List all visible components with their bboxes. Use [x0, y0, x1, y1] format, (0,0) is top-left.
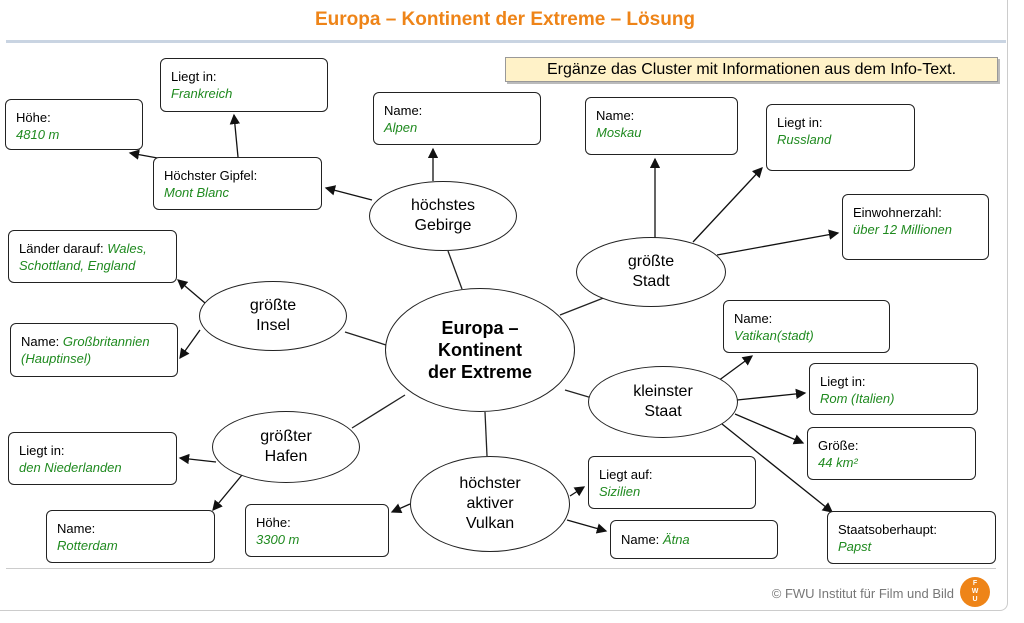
- box-name-alpen: Name: Alpen: [373, 92, 541, 145]
- box-label: Name:: [384, 103, 423, 118]
- topic-hoechstes-gebirge: höchstes Gebirge: [369, 181, 517, 251]
- box-name-aetna: Name: Ätna: [610, 520, 778, 559]
- center-topic: Europa – Kontinent der Extreme: [385, 288, 575, 412]
- box-label: Einwohnerzahl:: [853, 205, 942, 220]
- box-value: Großbritannien (Hauptinsel): [21, 334, 150, 366]
- box-label: Name:: [57, 521, 96, 536]
- page-title: Europa – Kontinent der Extreme – Lösung: [314, 9, 696, 30]
- box-label: Höchster Gipfel:: [164, 168, 258, 183]
- copyright: © FWU Institut für Film und Bild: [771, 586, 954, 601]
- box-name-vatikan: Name: Vatikan(stadt): [723, 300, 890, 353]
- box-label: Größe:: [818, 438, 859, 453]
- box-label: Liegt auf:: [599, 467, 653, 482]
- box-groesse: Größe: 44 km²: [807, 427, 976, 480]
- instruction-box: Ergänze das Cluster mit Informationen au…: [505, 57, 998, 82]
- box-label: Liegt in:: [820, 374, 866, 389]
- box-laender-darauf: Länder darauf: Wales, Schottland, Englan…: [8, 230, 177, 283]
- box-label: Staatsoberhaupt:: [838, 522, 938, 537]
- box-value: Vatikan(stadt): [734, 328, 814, 343]
- box-label: Name:: [621, 532, 663, 547]
- box-value: Alpen: [384, 120, 418, 135]
- box-hoehe-aetna: Höhe: 3300 m: [245, 504, 389, 557]
- box-value: Rom (Italien): [820, 391, 895, 406]
- box-einwohnerzahl: Einwohnerzahl: über 12 Millionen: [842, 194, 989, 260]
- box-value: den Niederlanden: [19, 460, 122, 475]
- box-liegt-russland: Liegt in: Russland: [766, 104, 915, 171]
- topic-groesster-hafen: größter Hafen: [212, 411, 360, 483]
- box-value: Mont Blanc: [164, 185, 230, 200]
- box-label: Höhe:: [256, 515, 291, 530]
- box-value: Rotterdam: [57, 538, 118, 553]
- box-hoehe-mont-blanc: Höhe: 4810 m: [5, 99, 143, 150]
- box-name-moskau: Name: Moskau: [585, 97, 738, 155]
- box-name-rotterdam: Name: Rotterdam: [46, 510, 215, 563]
- box-label: Liegt in:: [171, 69, 217, 84]
- box-liegt-sizilien: Liegt auf: Sizilien: [588, 456, 756, 509]
- box-label: Liegt in:: [19, 443, 65, 458]
- box-value: Papst: [838, 539, 872, 554]
- box-label: Liegt in:: [777, 115, 823, 130]
- box-value: Russland: [777, 132, 832, 147]
- box-staatsoberhaupt: Staatsoberhaupt: Papst: [827, 511, 996, 564]
- topic-groesste-insel: größte Insel: [199, 281, 347, 351]
- box-liegt-niederlande: Liegt in: den Niederlanden: [8, 432, 177, 485]
- box-label: Länder darauf:: [19, 241, 108, 256]
- topic-kleinster-staat: kleinster Staat: [588, 366, 738, 438]
- box-hoechster-gipfel: Höchster Gipfel: Mont Blanc: [153, 157, 322, 210]
- box-value: Frankreich: [171, 86, 233, 101]
- box-value: Wales, Schottland, England: [19, 241, 147, 273]
- box-liegt-rom: Liegt in: Rom (Italien): [809, 363, 978, 415]
- box-label: Höhe:: [16, 110, 51, 125]
- box-label: Name:: [596, 108, 635, 123]
- box-value: 3300 m: [256, 532, 300, 547]
- box-name-grossbritannien: Name: Großbritannien (Hauptinsel): [10, 323, 178, 377]
- footer-divider: [6, 568, 996, 569]
- box-value: Moskau: [596, 125, 642, 140]
- box-liegt-frankreich: Liegt in: Frankreich: [160, 58, 328, 112]
- title-divider: [6, 40, 1006, 43]
- box-label: Name:: [21, 334, 63, 349]
- box-value: Ätna: [662, 532, 690, 547]
- box-label: Name:: [734, 311, 773, 326]
- page-frame: [0, 0, 1008, 611]
- box-value: Sizilien: [599, 484, 641, 499]
- box-value: über 12 Millionen: [853, 222, 953, 237]
- topic-hoechster-vulkan: höchster aktiver Vulkan: [410, 456, 570, 552]
- box-value: 44 km²: [818, 455, 858, 470]
- box-value: 4810 m: [16, 127, 60, 142]
- topic-groesste-stadt: größte Stadt: [576, 237, 726, 307]
